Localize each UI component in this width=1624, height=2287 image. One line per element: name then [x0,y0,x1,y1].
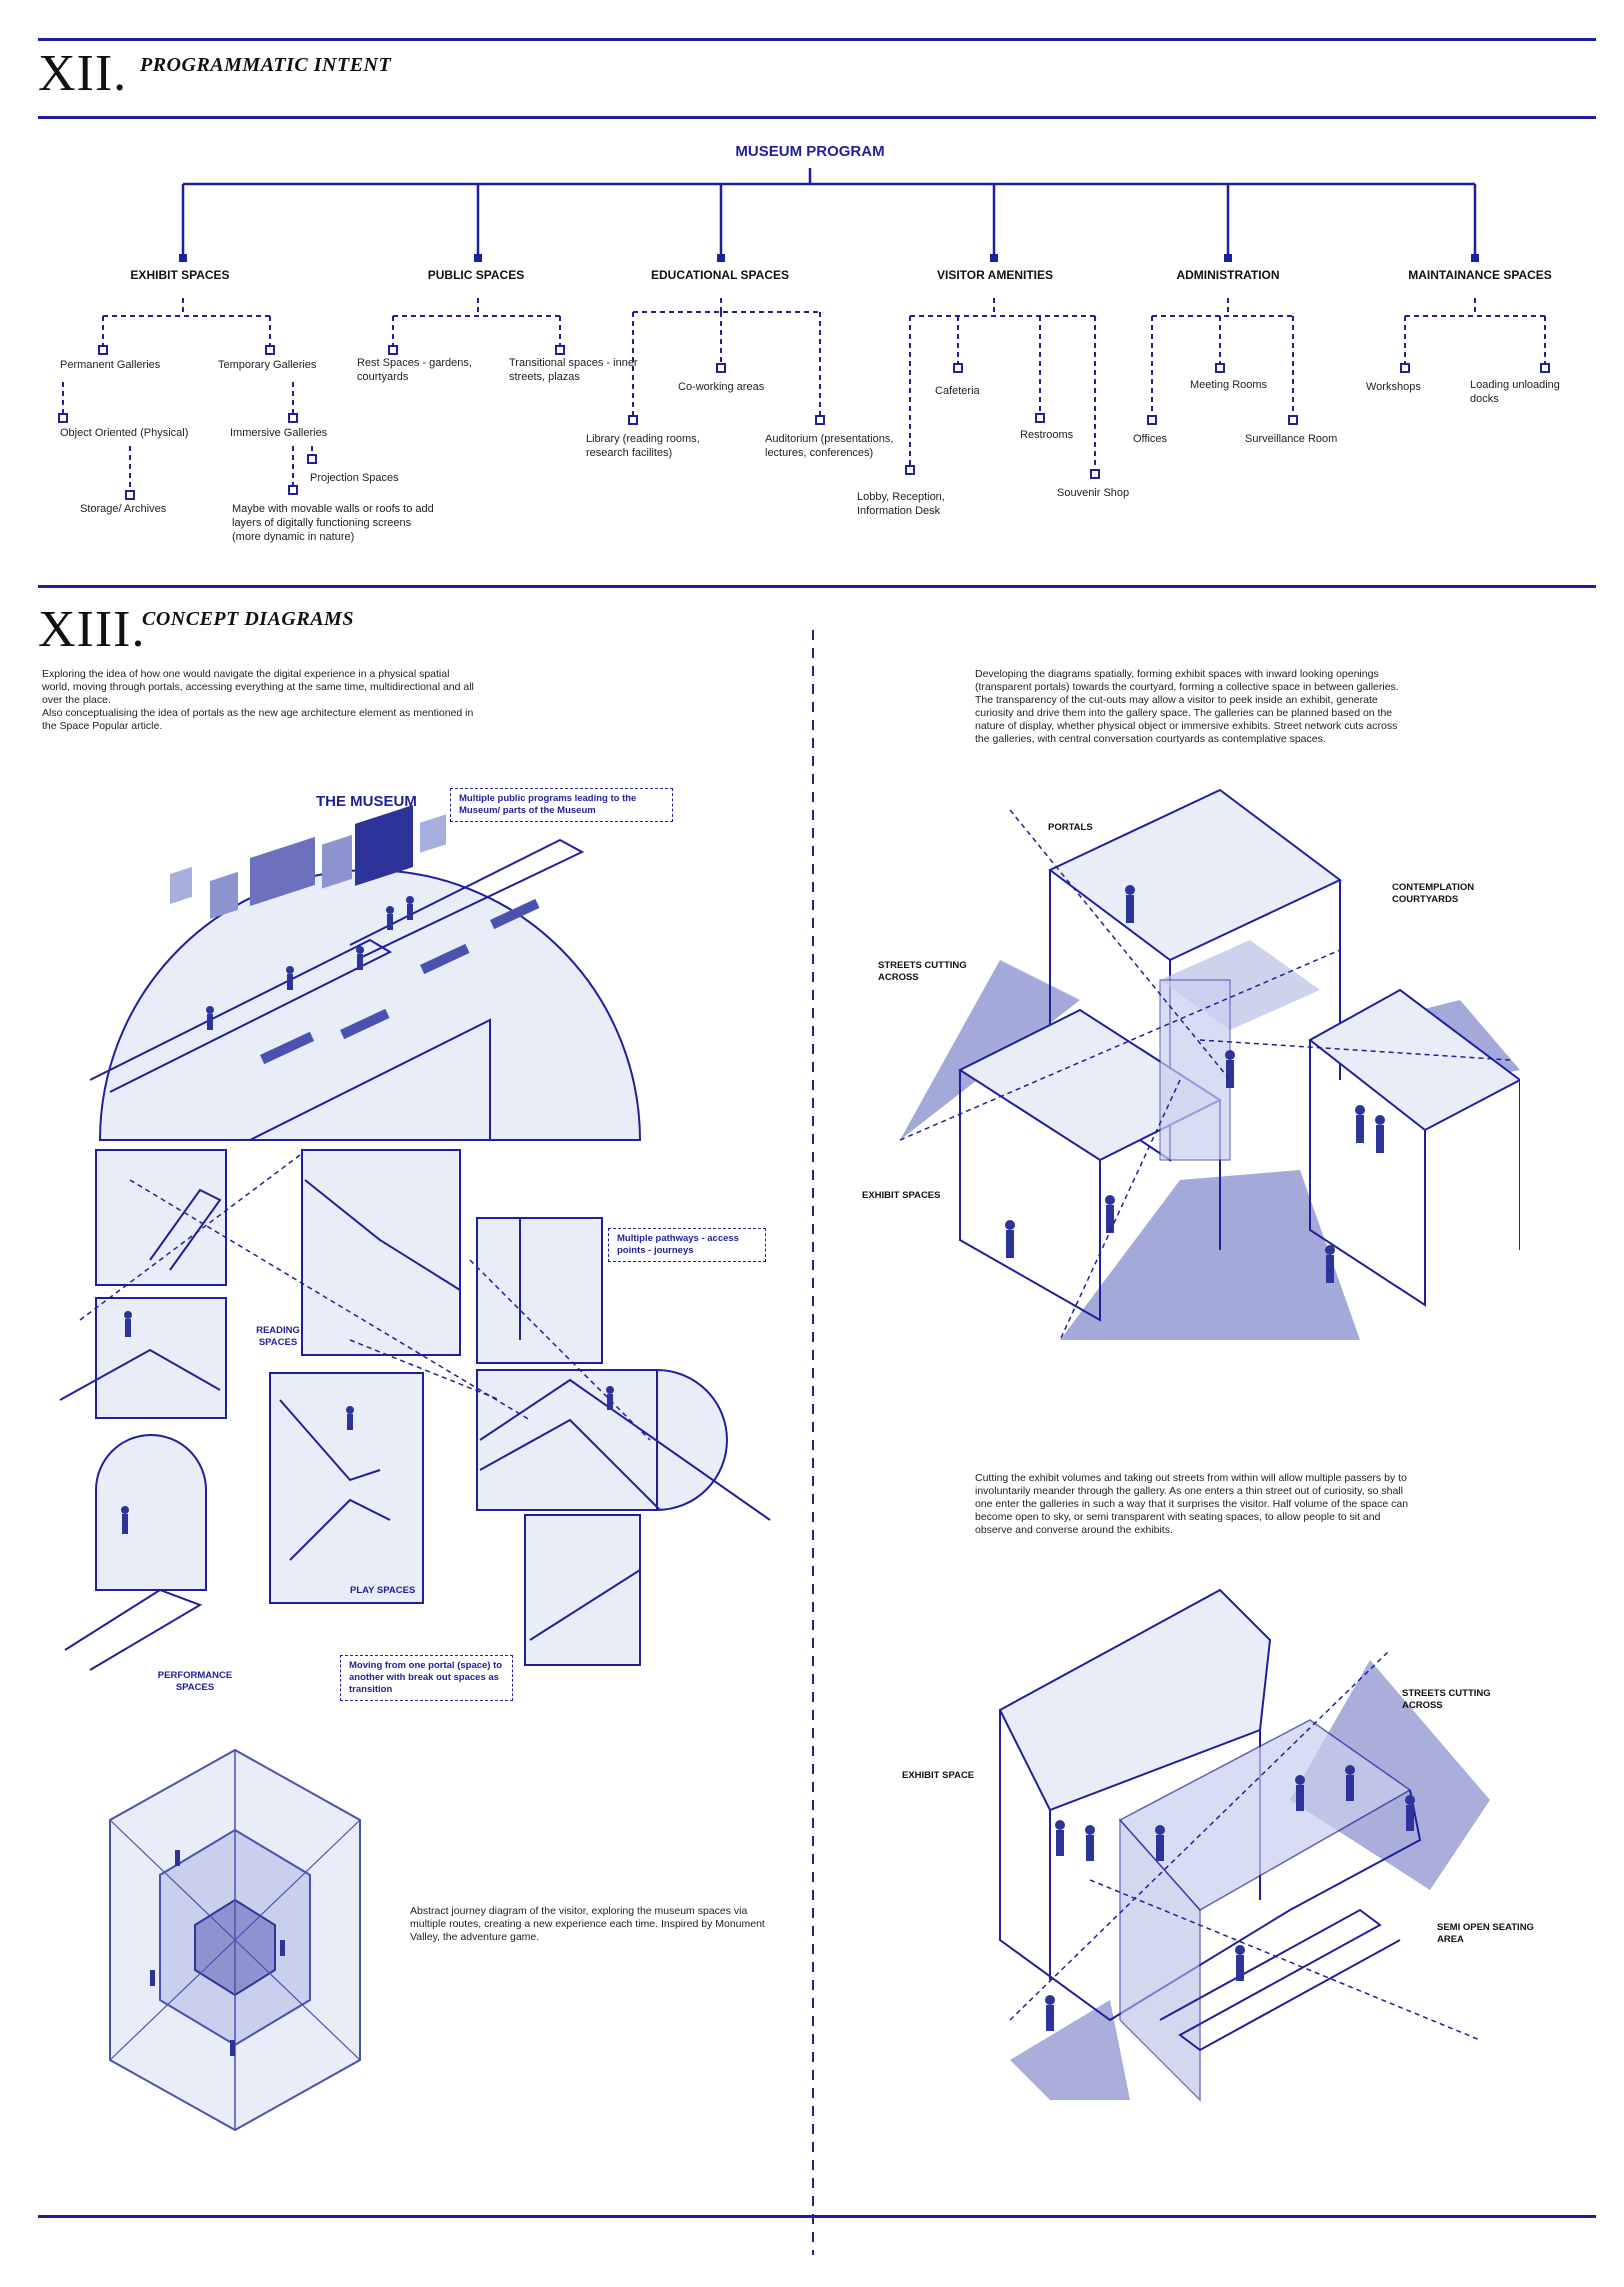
label-portals: PORTALS [1048,822,1093,833]
leaf-lobby: Lobby, Reception, Information Desk [857,491,945,517]
label-exhibit-space-2: EXHIBIT SPACE [902,1770,975,1781]
program-tree-connectors [58,168,1550,500]
section-13-rule [38,585,1596,588]
leaf-library: Library (reading rooms, research facilit… [586,433,700,459]
category-administration: ADMINISTRATION [1176,268,1280,282]
journey-diagram-illustration [109,1748,361,2132]
portal-panels-illustration [59,1149,771,1671]
leaf-movable-walls-note: Maybe with movable walls or roofs to add… [232,503,434,543]
leaf-meeting-rooms: Meeting Rooms [1190,379,1268,391]
leaf-temporary-galleries: Temporary Galleries [218,359,317,371]
section-12-numeral: XII. [38,45,128,102]
label-contemplation-courtyards: CONTEMPLATION COURTYARDS [1392,882,1475,905]
right-text-1: Developing the diagrams spatially, formi… [975,668,1399,745]
leaf-loading-docks: Loading unloading docks [1470,379,1560,405]
right-text-2: Cutting the exhibit volumes and taking o… [975,1472,1409,1536]
leaf-storage-archives: Storage/ Archives [80,503,167,515]
left-intro-text: Exploring the idea of how one would navi… [42,668,474,732]
label-streets-cutting-across-2: STREETS CUTTING ACROSS [1402,1688,1491,1711]
tree-root-museum-program: MUSEUM PROGRAM [735,143,885,160]
label-streets-cutting-across-1: STREETS CUTTING ACROSS [878,960,967,983]
callout-portal-to-portal: Moving from one portal (space) to anothe… [340,1655,513,1701]
category-public-spaces: PUBLIC SPACES [427,268,525,282]
leaf-auditorium: Auditorium (presentations, lectures, con… [765,433,894,459]
label-play-spaces: PLAY SPACES [350,1585,416,1596]
leaf-offices: Offices [1133,433,1168,445]
leaf-workshops: Workshops [1366,381,1421,393]
leaf-permanent-galleries: Permanent Galleries [60,359,161,371]
top-rule [38,38,1596,41]
category-maintainance-spaces: MAINTAINANCE SPACES [1408,268,1552,282]
leaf-cafeteria: Cafeteria [935,385,980,397]
section-13-title: CONCEPT DIAGRAMS [142,608,354,630]
leaf-object-oriented: Object Oriented (Physical) [60,427,189,439]
label-reading-spaces: READING SPACES [256,1325,300,1348]
leaf-projection-spaces: Projection Spaces [310,472,399,484]
label-exhibit-spaces-1: EXHIBIT SPACES [862,1190,941,1201]
callout-multiple-pathways: Multiple pathways - access points - jour… [608,1228,766,1262]
leaf-rest-spaces: Rest Spaces - gardens, courtyards [357,357,472,383]
section-13-numeral: XIII. [38,601,146,658]
section-12-rule [38,116,1596,119]
category-visitor-amenities: VISITOR AMENITIES [936,268,1054,282]
leaf-immersive-galleries: Immersive Galleries [230,427,328,439]
callout-public-programs: Multiple public programs leading to the … [450,788,673,822]
label-semi-open-seating-area: SEMI OPEN SEATING AREA [1437,1922,1534,1945]
bottom-rule [38,2215,1596,2218]
cut-streets-diagram [998,1588,1490,2102]
museum-dome-illustration [90,805,642,1141]
category-educational-spaces: EDUCATIONAL SPACES [650,268,790,282]
column-divider [812,630,814,2255]
category-exhibit-spaces: EXHIBIT SPACES [130,268,230,282]
leaf-transitional-spaces: Transitional spaces - inner streets, pla… [509,357,638,383]
leaf-surveillance-room: Surveillance Room [1245,433,1338,445]
galleries-portals-diagram [899,788,1520,1341]
museum-title: THE MUSEUM [316,793,417,810]
section-12-title: PROGRAMMATIC INTENT [140,54,392,76]
leaf-co-working: Co-working areas [678,381,765,393]
leaf-restrooms: Restrooms [1020,429,1074,441]
leaf-souvenir-shop: Souvenir Shop [1057,487,1130,499]
label-performance-spaces: PERFORMANCE SPACES [157,1670,233,1693]
journey-caption: Abstract journey diagram of the visitor,… [410,1905,765,1943]
